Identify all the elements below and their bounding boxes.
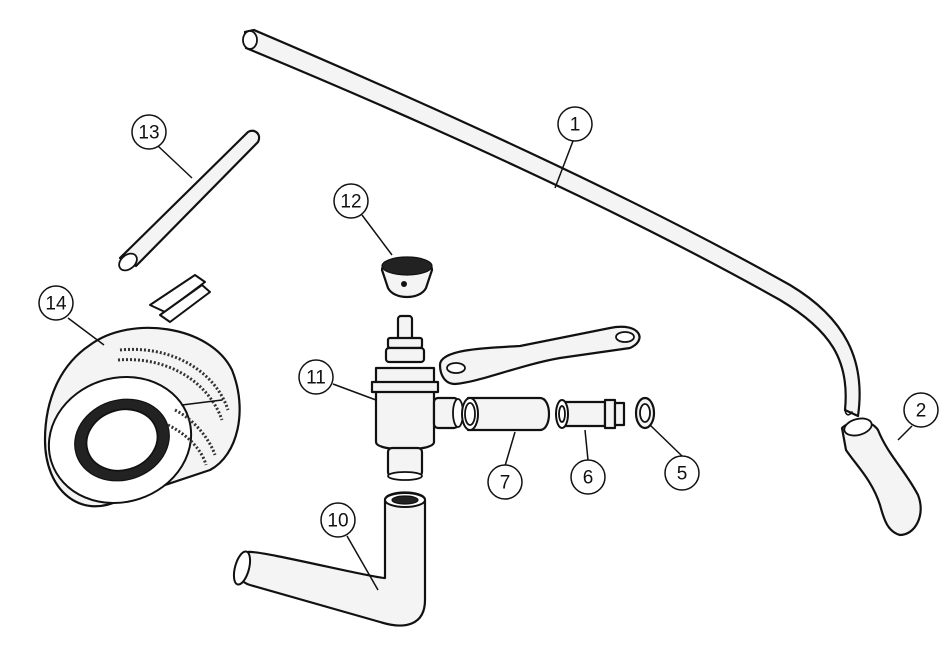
callout-2-label: 2	[916, 401, 927, 422]
part-12-knob	[380, 256, 434, 299]
part-6-fitting	[555, 398, 626, 430]
callout-11-label: 11	[306, 368, 326, 389]
part-5-washer	[634, 396, 656, 430]
callout-13: 13	[131, 114, 167, 150]
callout-7: 7	[487, 464, 523, 500]
callout-leaders	[67, 140, 913, 591]
callout-14-label: 14	[45, 294, 67, 315]
callout-7-label: 7	[500, 473, 511, 494]
part-10-elbow-hose	[232, 491, 427, 627]
callout-2: 2	[903, 392, 939, 428]
callout-10-label: 10	[327, 511, 348, 532]
part-7-sleeve	[461, 396, 551, 432]
part-2-hose	[840, 417, 922, 537]
callout-1: 1	[557, 106, 593, 142]
callout-12: 12	[333, 183, 369, 219]
callout-13-label: 13	[138, 123, 159, 144]
callout-6: 6	[570, 459, 606, 495]
callout-10: 10	[320, 502, 356, 538]
callout-11: 11	[298, 359, 334, 395]
bracket	[438, 325, 641, 386]
part-14-filter	[43, 274, 241, 508]
callout-6-label: 6	[583, 468, 594, 489]
callout-5: 5	[664, 455, 700, 491]
callout-14: 14	[38, 285, 74, 321]
callout-5-label: 5	[677, 464, 688, 485]
part-1-long-tube	[242, 28, 861, 418]
part-11-valve	[370, 314, 464, 481]
part-13-short-tube	[118, 129, 261, 272]
callout-1-label: 1	[570, 115, 581, 136]
callout-12-label: 12	[340, 192, 361, 213]
